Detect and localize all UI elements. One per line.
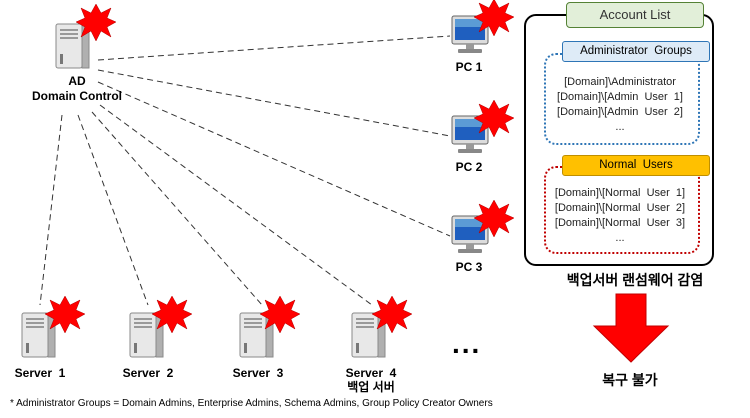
down-arrow-icon — [592, 293, 670, 363]
admin-entry: [Domain]\[Admin User 1] — [557, 91, 683, 103]
admin-entry: ... — [615, 121, 625, 133]
server-4-icon — [351, 295, 413, 358]
connection-lines — [39, 35, 451, 306]
server-1-icon — [21, 295, 86, 358]
server-4-name: Server 4 — [345, 366, 397, 380]
pc-2-icon — [451, 99, 515, 154]
admin-entry: [Domain]\Administrator — [564, 76, 676, 88]
server-2-label: Server 2 — [122, 366, 174, 380]
server-4-label: Server 4 백업 서버 — [326, 366, 416, 394]
normal-entry: [Domain]\[Normal User 1] — [554, 187, 686, 199]
domain-controller-icon — [55, 3, 117, 69]
more-devices-indicator: ... — [452, 328, 482, 359]
infection-caption: 백업서버 랜섬웨어 감염 — [566, 272, 704, 288]
recovery-caption: 복구 불가 — [602, 372, 658, 388]
normal-users-title: Normal Users — [562, 155, 710, 176]
normal-entry: [Domain]\[Normal User 3] — [554, 217, 686, 229]
pc-3-icon — [451, 199, 515, 254]
domain-controller-label-line2: Domain Control — [32, 89, 122, 103]
domain-controller-label: AD Domain Control — [22, 74, 132, 104]
pc-1-label: PC 1 — [455, 60, 483, 74]
account-list-title: Account List — [566, 2, 704, 28]
domain-controller-label-line1: AD — [68, 74, 86, 88]
normal-users-entries: [Domain]\[Normal User 1] [Domain]\[Norma… — [546, 186, 694, 246]
admin-group-title: Administrator Groups — [562, 41, 710, 62]
server-3-icon — [239, 295, 301, 358]
pc-3-label: PC 3 — [455, 260, 483, 274]
server-4-role: 백업 서버 — [347, 380, 395, 394]
footnote: * Administrator Groups = Domain Admins, … — [10, 398, 493, 409]
pc-1-icon — [451, 0, 515, 54]
server-3-label: Server 3 — [232, 366, 284, 380]
normal-entry: [Domain]\[Normal User 2] — [554, 202, 686, 214]
normal-entry: ... — [615, 232, 625, 244]
pc-2-label: PC 2 — [455, 160, 483, 174]
admin-group-entries: [Domain]\Administrator [Domain]\[Admin U… — [546, 75, 694, 135]
server-2-icon — [129, 295, 193, 358]
server-1-label: Server 1 — [14, 366, 66, 380]
admin-entry: [Domain]\[Admin User 2] — [557, 106, 683, 118]
